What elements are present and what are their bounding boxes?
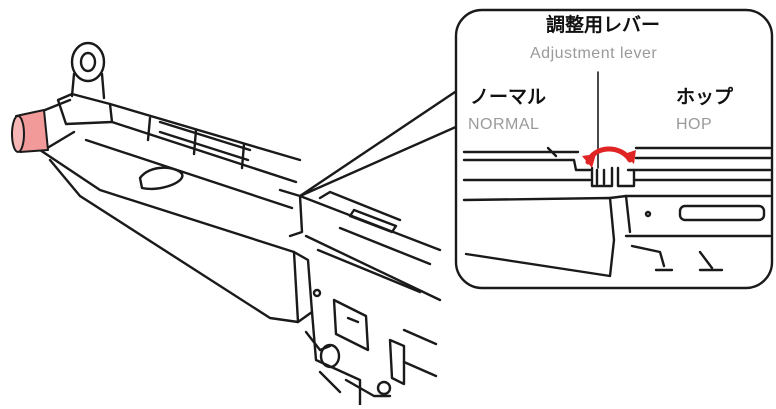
normal-label-jp: ノーマル (470, 86, 547, 108)
normal-label-en: NORMAL (468, 116, 540, 133)
lever-title-en: Adjustment lever (530, 45, 658, 62)
callout-detail (462, 146, 772, 278)
hop-label-jp: ホップ (676, 86, 734, 108)
hop-label-en: HOP (676, 116, 713, 133)
callout-pointer (298, 88, 460, 198)
barrel-assembly (38, 41, 442, 407)
lever-title-jp: 調整用レバー (546, 14, 661, 36)
